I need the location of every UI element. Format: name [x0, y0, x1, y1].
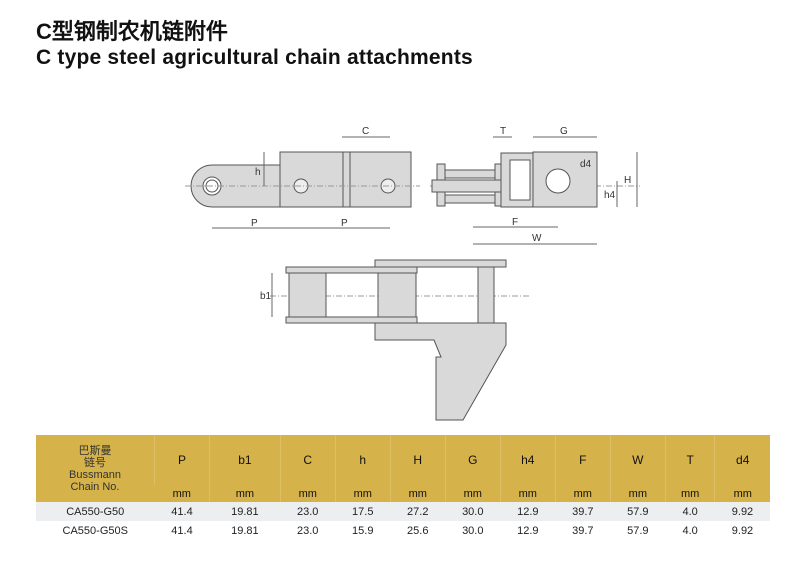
technical-drawing: C P P h T G d4 Hh4 F W b1	[185, 126, 640, 421]
title-english: C type steel agricultural chain attachme…	[36, 46, 473, 69]
cell: 23.0	[280, 502, 336, 521]
cell: 12.9	[500, 521, 556, 540]
cell: 4.0	[665, 502, 715, 521]
cell: 19.81	[209, 502, 281, 521]
svg-text:F: F	[512, 217, 518, 228]
cell: 17.5	[335, 502, 391, 521]
unit: mm	[554, 485, 611, 502]
cell: 25.6	[390, 521, 446, 540]
cell: 57.9	[610, 502, 666, 521]
col-header: H	[389, 435, 446, 485]
cell: 9.92	[714, 521, 770, 540]
chain-no: CA550-G50S	[36, 521, 155, 540]
cell: 9.92	[714, 502, 770, 521]
unit: mm	[714, 485, 770, 502]
col-header: d4	[714, 435, 770, 485]
unit: mm	[499, 485, 556, 502]
col-header: b1	[209, 435, 281, 485]
svg-text:H: H	[624, 175, 631, 186]
cell: 39.7	[555, 521, 611, 540]
cell: 41.4	[154, 521, 210, 540]
col-header: T	[664, 435, 715, 485]
unit: mm	[154, 485, 210, 502]
svg-text:C: C	[362, 126, 369, 137]
end-view	[431, 151, 598, 208]
svg-text:P: P	[341, 218, 348, 229]
col-header: h	[334, 435, 391, 485]
chain-no: CA550-G50	[36, 502, 155, 521]
col-header: W	[609, 435, 666, 485]
unit: mm	[664, 485, 715, 502]
unit: mm	[209, 485, 281, 502]
svg-text:W: W	[532, 233, 542, 244]
top-view	[285, 259, 507, 421]
unit: mm	[334, 485, 391, 502]
col-header: F	[554, 435, 611, 485]
col-header: P	[153, 435, 210, 485]
cell: 30.0	[445, 502, 501, 521]
cell: 4.0	[665, 521, 715, 540]
unit: mm	[444, 485, 501, 502]
dimension-labels: C P P h T G d4 Hh4 F W b1	[251, 126, 631, 302]
cell: 41.4	[154, 502, 210, 521]
svg-text:h: h	[255, 167, 261, 178]
cell: 23.0	[280, 521, 336, 540]
svg-text:d4: d4	[580, 159, 592, 170]
svg-text:P: P	[251, 218, 258, 229]
cell: 19.81	[209, 521, 281, 540]
svg-text:b1: b1	[260, 291, 272, 302]
cell: 57.9	[610, 521, 666, 540]
unit: mm	[609, 485, 666, 502]
col-header: h4	[499, 435, 556, 485]
cell: 30.0	[445, 521, 501, 540]
svg-text:h4: h4	[604, 190, 616, 201]
side-view	[190, 151, 412, 208]
unit: mm	[279, 485, 336, 502]
cell: 15.9	[335, 521, 391, 540]
cell: 39.7	[555, 502, 611, 521]
col-header: C	[279, 435, 336, 485]
svg-text:T: T	[500, 126, 506, 137]
cell: 12.9	[500, 502, 556, 521]
title-chinese: C型钢制农机链附件	[36, 19, 228, 44]
col-header: G	[444, 435, 501, 485]
cell: 27.2	[390, 502, 446, 521]
svg-text:G: G	[560, 126, 568, 137]
unit: mm	[389, 485, 446, 502]
